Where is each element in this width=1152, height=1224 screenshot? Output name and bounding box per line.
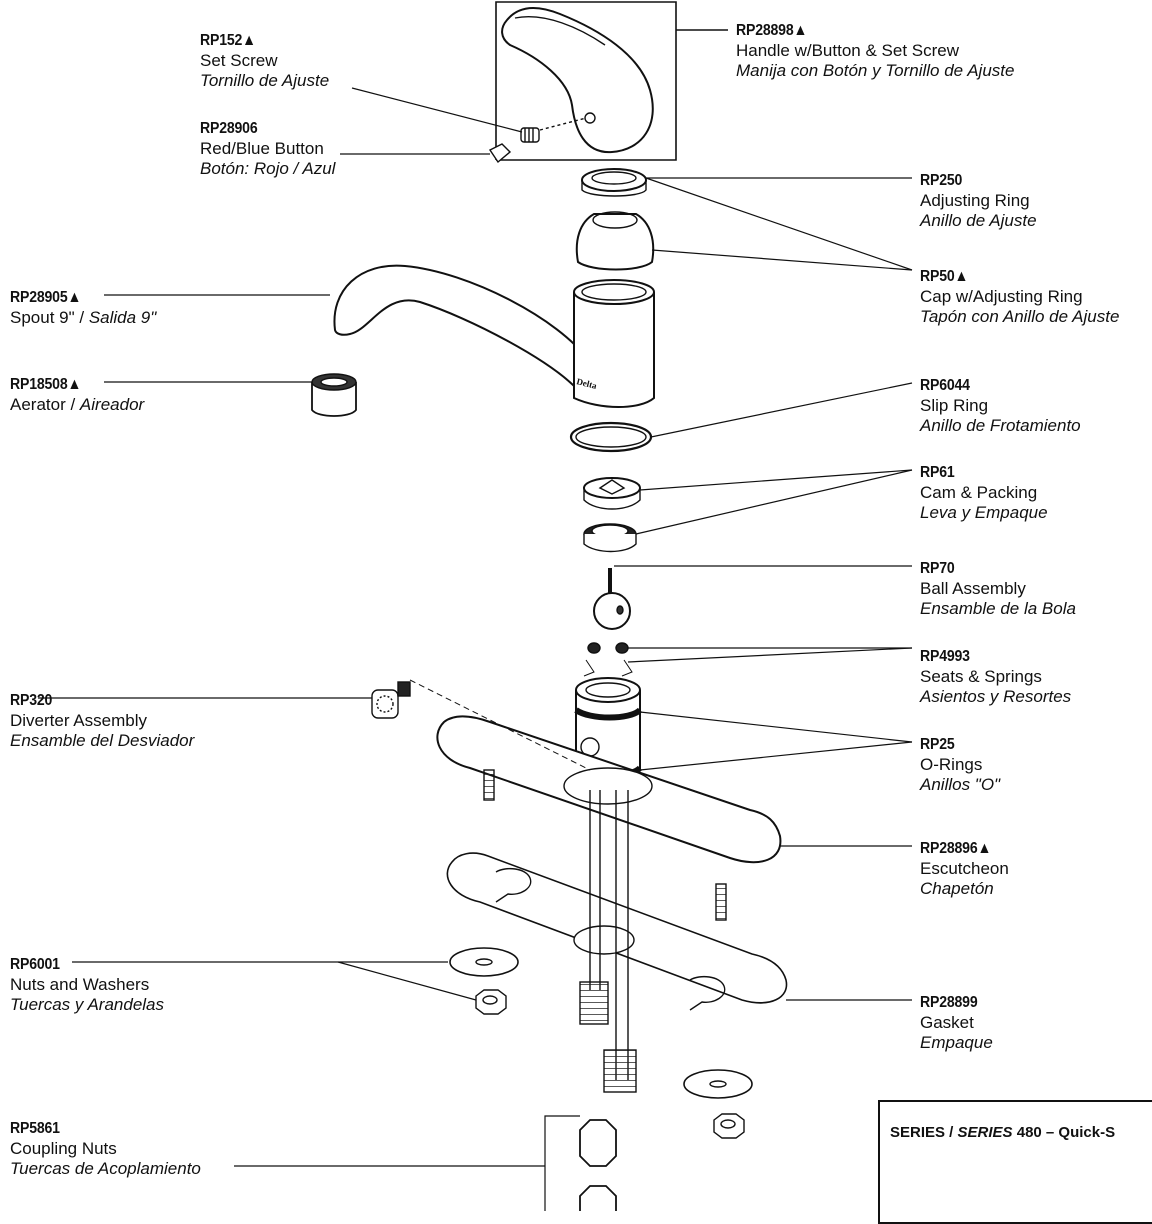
part-name: Aerator / Aireador bbox=[10, 395, 144, 415]
part-name-en: Set Screw bbox=[200, 51, 278, 70]
part-name-en: Adjusting Ring bbox=[920, 191, 1030, 210]
part-number: RP28899 bbox=[920, 994, 978, 1011]
part-name-es: Anillo de Ajuste bbox=[920, 211, 1037, 230]
part-name-es: Ensamble de la Bola bbox=[920, 599, 1076, 618]
part-name-en: Nuts and Washers bbox=[10, 975, 150, 994]
part-name-es: Anillo de Frotamiento bbox=[920, 416, 1081, 435]
diverter-illustration bbox=[371, 679, 591, 771]
cap-illustration bbox=[575, 211, 655, 271]
part-name-en: Slip Ring bbox=[920, 396, 989, 415]
part-number: RP25 bbox=[920, 736, 955, 753]
part-number: RP18508▲ bbox=[10, 376, 82, 393]
label-o-rings: RP25 O-Rings Anillos "O" bbox=[920, 734, 1000, 795]
supply-tubes-illustration bbox=[579, 790, 637, 1093]
label-gasket: RP28899 Gasket Empaque bbox=[920, 992, 993, 1053]
aerator-illustration bbox=[311, 373, 357, 417]
part-number: RP6001 bbox=[10, 956, 60, 973]
slip-ring-illustration bbox=[569, 421, 653, 453]
part-number: RP28896▲ bbox=[920, 840, 992, 857]
adjusting-ring-illustration bbox=[581, 168, 647, 197]
nuts-washers-illustration bbox=[449, 947, 753, 1139]
label-spout: RP28905▲ Spout 9" / Salida 9" bbox=[10, 287, 156, 328]
part-number: RP28906 bbox=[200, 120, 258, 137]
label-set-screw: RP152▲ Set Screw Tornillo de Ajuste bbox=[200, 30, 329, 91]
part-number: RP4993 bbox=[920, 648, 970, 665]
label-adjusting-ring: RP250 Adjusting Ring Anillo de Ajuste bbox=[920, 170, 1037, 231]
gasket-illustration bbox=[446, 852, 788, 1011]
part-name-en: Escutcheon bbox=[920, 859, 1009, 878]
seats-springs-illustration bbox=[583, 642, 633, 677]
button-illustration bbox=[488, 143, 512, 164]
part-name-es: Empaque bbox=[920, 1033, 993, 1052]
part-name-es: Manija con Botón y Tornillo de Ajuste bbox=[736, 61, 1015, 80]
label-ball-assembly: RP70 Ball Assembly Ensamble de la Bola bbox=[920, 558, 1076, 619]
part-name-en: Spout 9" / bbox=[10, 308, 89, 327]
part-number: RP6044 bbox=[920, 377, 970, 394]
spout-illustration bbox=[333, 264, 655, 408]
part-name-en: Cam & Packing bbox=[920, 483, 1038, 502]
part-name: Spout 9" / Salida 9" bbox=[10, 308, 156, 328]
leader-lines bbox=[38, 87, 913, 1211]
series-box: SERIES / SERIES 480 – Quick-S bbox=[878, 1100, 1152, 1224]
part-number: RP70 bbox=[920, 560, 955, 577]
cam-packing-illustration bbox=[583, 477, 641, 553]
label-aerator: RP18508▲ Aerator / Aireador bbox=[10, 374, 144, 415]
label-seats-springs: RP4993 Seats & Springs Asientos y Resort… bbox=[920, 646, 1071, 707]
part-name-en: Seats & Springs bbox=[920, 667, 1042, 686]
part-number: RP152▲ bbox=[200, 32, 256, 49]
part-name-en: Coupling Nuts bbox=[10, 1139, 117, 1158]
part-name-es: Tapón con Anillo de Ajuste bbox=[920, 307, 1120, 326]
label-diverter: RP320 Diverter Assembly Ensamble del Des… bbox=[10, 690, 194, 751]
part-name-es: Salida 9" bbox=[88, 308, 157, 327]
part-name-en: Diverter Assembly bbox=[10, 711, 147, 730]
handle-illustration bbox=[495, 1, 728, 161]
set-screw-illustration bbox=[520, 127, 540, 143]
label-cam-packing: RP61 Cam & Packing Leva y Empaque bbox=[920, 462, 1048, 523]
part-name-es: Tuercas de Acoplamiento bbox=[10, 1159, 201, 1178]
part-name-es: Asientos y Resortes bbox=[920, 687, 1072, 706]
label-handle: RP28898▲ Handle w/Button & Set Screw Man… bbox=[736, 20, 1014, 81]
label-cap: RP50▲ Cap w/Adjusting Ring Tapón con Ani… bbox=[920, 266, 1119, 327]
series-italic: SERIES bbox=[957, 1124, 1013, 1141]
part-name-en: Aerator / bbox=[10, 395, 80, 414]
part-name-es: Tornillo de Ajuste bbox=[200, 71, 330, 90]
part-name-es: Chapetón bbox=[920, 879, 994, 898]
ball-assembly-illustration bbox=[593, 568, 631, 630]
brand-mark: Delta bbox=[576, 376, 599, 391]
part-name-en: Red/Blue Button bbox=[200, 139, 324, 158]
label-coupling-nuts: RP5861 Coupling Nuts Tuercas de Acoplami… bbox=[10, 1118, 201, 1179]
series-rest: 480 – Quick-S bbox=[1012, 1124, 1116, 1141]
part-name-en: Cap w/Adjusting Ring bbox=[920, 287, 1083, 306]
escutcheon-illustration bbox=[436, 715, 782, 921]
part-number: RP28905▲ bbox=[10, 289, 82, 306]
part-number: RP5861 bbox=[10, 1120, 60, 1137]
label-button: RP28906 Red/Blue Button Botón: Rojo / Az… bbox=[200, 118, 335, 179]
part-number: RP250 bbox=[920, 172, 963, 189]
label-nuts-washers: RP6001 Nuts and Washers Tuercas y Arande… bbox=[10, 954, 164, 1015]
part-name-es: Botón: Rojo / Azul bbox=[200, 159, 336, 178]
label-escutcheon: RP28896▲ Escutcheon Chapetón bbox=[920, 838, 1009, 899]
part-number: RP320 bbox=[10, 692, 53, 709]
part-number: RP50▲ bbox=[920, 268, 969, 285]
part-name-en: O-Rings bbox=[920, 755, 983, 774]
coupling-nuts-illustration bbox=[579, 1119, 617, 1211]
part-name-en: Ball Assembly bbox=[920, 579, 1026, 598]
series-title: SERIES / SERIES 480 – Quick-S bbox=[890, 1124, 1115, 1141]
part-name-es: Tuercas y Arandelas bbox=[10, 995, 165, 1014]
label-slip-ring: RP6044 Slip Ring Anillo de Frotamiento bbox=[920, 375, 1081, 436]
part-name-en: Gasket bbox=[920, 1013, 974, 1032]
part-number: RP61 bbox=[920, 464, 955, 481]
part-name-en: Handle w/Button & Set Screw bbox=[736, 41, 960, 60]
part-number: RP28898▲ bbox=[736, 22, 808, 39]
part-name-es: Ensamble del Desviador bbox=[10, 731, 195, 750]
part-name-es: Aireador bbox=[79, 395, 145, 414]
part-name-es: Anillos "O" bbox=[920, 775, 1001, 794]
part-name-es: Leva y Empaque bbox=[920, 503, 1048, 522]
series-prefix: SERIES / bbox=[890, 1124, 958, 1141]
